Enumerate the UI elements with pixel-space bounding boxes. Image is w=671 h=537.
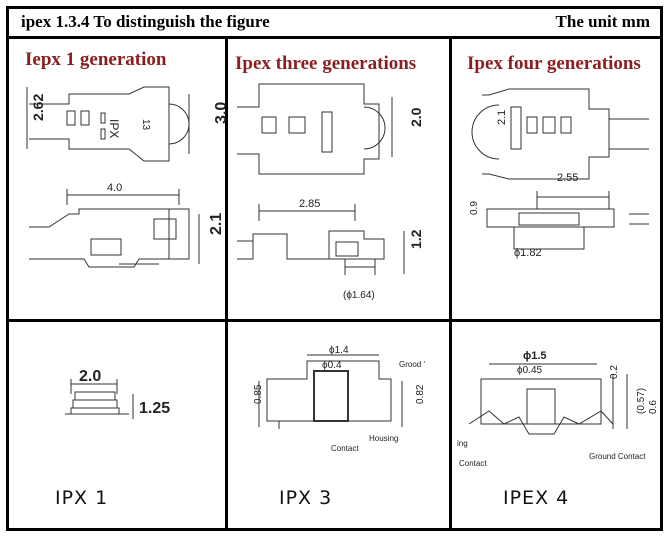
gen3-dim-h-side: 1.2 bbox=[408, 229, 424, 249]
gen3-dim-h-right: 0.82 bbox=[415, 384, 426, 404]
gen1-mark-ipx: IPX bbox=[107, 119, 121, 138]
gen4-dim-h1: 0.2 bbox=[609, 365, 620, 379]
gen4-bottom-view bbox=[468, 363, 628, 435]
gen3-top-view bbox=[237, 83, 393, 175]
column-divider-1 bbox=[225, 39, 228, 528]
gen4-label-ing: ing bbox=[457, 439, 468, 448]
gen3-dim-h-top: 2.0 bbox=[408, 107, 424, 127]
gen3-dim-phi-in: ϕ0.4 bbox=[322, 360, 342, 371]
gen4-bottom-label: IPEX 4 bbox=[503, 487, 570, 509]
gen3-dim-phi-side: (ϕ1.64) bbox=[343, 290, 375, 301]
header-bar: ipex 1.3.4 To distinguish the figure The… bbox=[9, 9, 660, 39]
gen1-dim-h-left: 2.62 bbox=[30, 94, 46, 121]
gen1-mark-num: 13 bbox=[140, 119, 151, 131]
gen3-dim-w-side: 2.85 bbox=[299, 198, 320, 210]
gen4-dim-h2: (0.57) bbox=[636, 388, 647, 414]
gen3-label-housing: Housing bbox=[369, 434, 398, 443]
gen1-bottom-label: IPX 1 bbox=[55, 487, 109, 509]
gen1-dim-h-bot: 1.25 bbox=[139, 400, 170, 417]
gen4-dim-w-side: 2.55 bbox=[557, 172, 578, 184]
technical-drawings: 2.62 3.0 IPX 13 4.0 2.1 2.0 1.25 2.0 2.8… bbox=[26, 83, 659, 468]
gen1-side-view bbox=[29, 189, 200, 268]
gen4-dim-h-side: 0.9 bbox=[469, 201, 480, 215]
gen1-dim-h-right: 3.0 bbox=[213, 102, 230, 124]
gen4-dim-h3: 0.6 bbox=[648, 400, 659, 414]
gen4-top-view bbox=[471, 88, 649, 180]
gen1-bottom-view bbox=[65, 379, 134, 419]
row-divider bbox=[9, 319, 660, 322]
gen4-label-contact: Contact bbox=[459, 459, 487, 468]
gen1-dim-w-bot: 2.0 bbox=[79, 368, 101, 385]
gen4-label-ground-contact: Ground Contact bbox=[589, 452, 646, 461]
gen3-bottom-view bbox=[258, 354, 403, 429]
gen1-top-view bbox=[26, 86, 190, 162]
gen3-dim-phi-out: ϕ1.4 bbox=[329, 345, 349, 356]
gen4-dim-h-top: 2.1 bbox=[496, 110, 508, 125]
header-title: ipex 1.3.4 To distinguish the figure bbox=[21, 12, 270, 31]
gen1-title: Iepx 1 generation bbox=[25, 49, 167, 70]
gen4-side-view bbox=[486, 191, 649, 250]
gen1-dim-w-side: 4.0 bbox=[107, 182, 122, 194]
gen3-title: Ipex three generations bbox=[235, 53, 417, 74]
gen4-dim-phi-in: ϕ0.45 bbox=[517, 365, 543, 376]
gen4-title: Ipex four generations bbox=[467, 53, 641, 74]
gen3-label-ground: Grood ‘ bbox=[399, 360, 425, 369]
column-divider-2 bbox=[449, 39, 452, 528]
gen1-dim-h-side: 2.1 bbox=[208, 213, 225, 235]
gen4-dim-phi-out: ϕ1.5 bbox=[523, 350, 547, 362]
gen4-dim-phi-side: ϕ1.82 bbox=[514, 247, 542, 259]
gen3-bottom-label: IPX 3 bbox=[279, 487, 333, 509]
gen3-side-view bbox=[237, 204, 405, 275]
gen3-dim-h-left: 0.85 bbox=[253, 384, 264, 404]
header-unit: The unit mm bbox=[555, 12, 650, 31]
figure-frame: ipex 1.3.4 To distinguish the figure The… bbox=[6, 6, 663, 531]
gen3-label-contact: Contact bbox=[331, 444, 359, 453]
